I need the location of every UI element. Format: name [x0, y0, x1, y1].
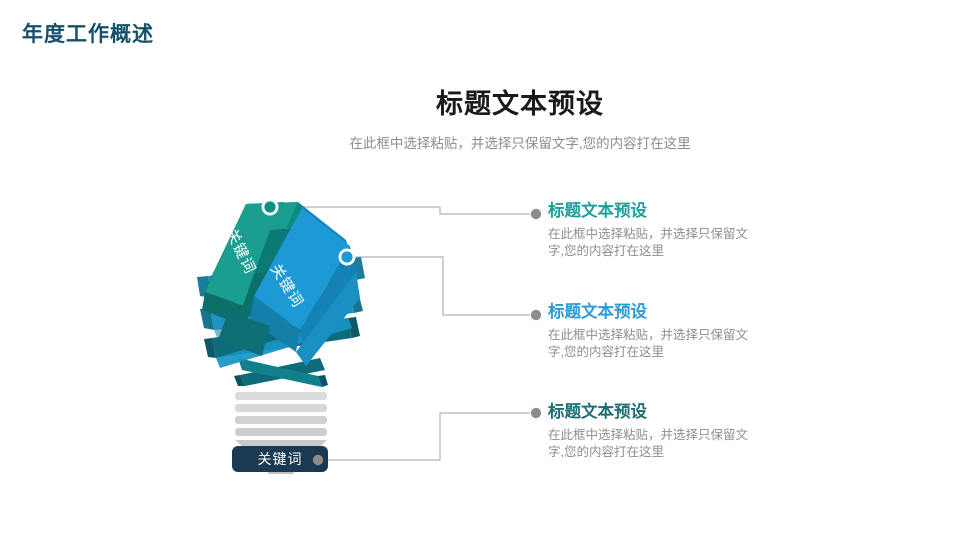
main-subtitle: 在此框中选择粘贴，并选择只保留文字,您的内容打在这里 [349, 136, 691, 151]
ribbon-bulb-head [202, 202, 360, 366]
lightbulb-svg: 关键词 关键词 关键词 [197, 198, 365, 474]
bulb-base-keyword-chip[interactable]: 关键词 [232, 446, 328, 472]
bullet-item-2-title: 标题文本预设 [548, 303, 647, 321]
bullet-item-2-body: 在此框中选择粘贴，并选择只保留文字,您的内容打在这里 [548, 328, 749, 359]
bullet-item-1-title: 标题文本预设 [548, 202, 647, 220]
bullet-item-3-body: 在此框中选择粘贴，并选择只保留文字,您的内容打在这里 [548, 428, 749, 459]
slide-header: 年度工作概述 [22, 20, 422, 54]
connector-dot-1 [530, 208, 542, 220]
connector-dot-2 [530, 309, 542, 321]
lightbulb-ribbon-diagram: 关键词 关键词 关键词 [150, 180, 450, 490]
bulb-base-chip-dot [312, 454, 324, 466]
ribbon-anchor-ring-blue[interactable] [338, 248, 356, 266]
bullet-item-1-body: 在此框中选择粘贴，并选择只保留文字,您的内容打在这里 [548, 227, 749, 258]
bullet-item-3-title: 标题文本预设 [548, 403, 647, 421]
ribbon-anchor-ring-teal[interactable] [261, 198, 279, 216]
bullet-item-3: 标题文本预设 在此框中选择粘贴，并选择只保留文字,您的内容打在这里 [548, 400, 788, 461]
connector-dot-3 [530, 407, 542, 419]
main-title: 标题文本预设 [436, 89, 604, 119]
bullet-item-2: 标题文本预设 在此框中选择粘贴，并选择只保留文字,您的内容打在这里 [548, 300, 788, 361]
page-title: 年度工作概述 [22, 23, 154, 46]
main-title-block: 标题文本预设 在此框中选择粘贴，并选择只保留文字,您的内容打在这里 [240, 86, 800, 154]
bulb-base-keyword-label: 关键词 [258, 451, 303, 467]
bullet-item-1: 标题文本预设 在此框中选择粘贴，并选择只保留文字,您的内容打在这里 [548, 199, 788, 260]
